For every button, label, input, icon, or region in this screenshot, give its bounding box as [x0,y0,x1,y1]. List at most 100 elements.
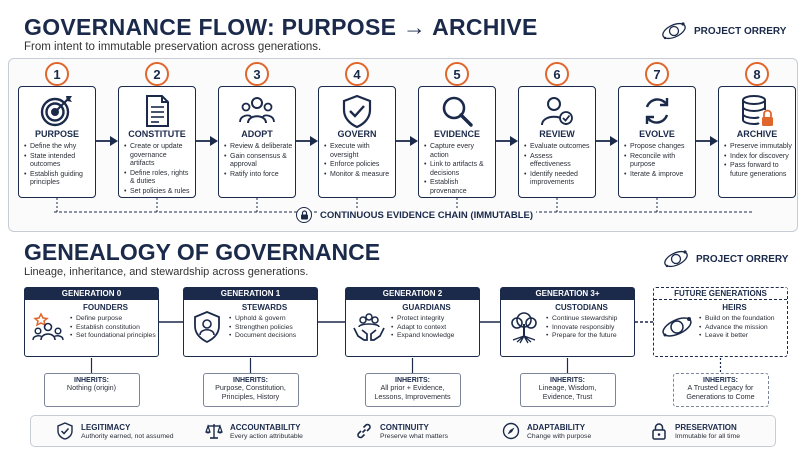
step-action: Gain consensus & approval [223,153,293,170]
flow-arrow [396,136,418,146]
inherits-text: Principles, History [221,391,280,401]
step-number: 2 [145,62,169,86]
step-title: REVIEW [539,129,575,139]
step-action: Review & deliberate [223,143,293,152]
value-legitimacy: LEGITIMACY Authority earned, not assumed [56,415,174,447]
generation-connectors [90,321,722,373]
inherits-text: Purpose, Constitution, [215,383,286,392]
flow-arrow [96,136,118,146]
generation-card-founders: GENERATION 0 FOUNDERS Define purposeEsta… [24,287,159,357]
generation-role: HEIRS [722,303,747,312]
generation-label: GENERATION 3+ [501,288,634,300]
step-number: 3 [245,62,269,86]
step-action: Enforce policies [323,161,393,170]
orbit-icon [660,310,694,344]
step-action: State intended outcomes [23,153,93,170]
step-action: Establish guiding principles [23,171,93,188]
generation-duties: Build on the foundationAdvance the missi… [698,315,785,341]
page-title: GOVERNANCE FLOW: PURPOSE → ARCHIVE [24,14,538,40]
step-title: EVOLVE [639,129,675,139]
step-actions: Define the whyState intended outcomesEst… [23,143,93,189]
generation-role: CUSTODIANS [555,303,608,312]
step-action: Identify needed improvements [523,171,593,188]
step-action: Set policies & rules [123,188,193,197]
generation-duties: Protect integrityAdapt to contextExpand … [390,315,477,341]
step-action: Capture every action [423,143,493,160]
generation-duty: Strengthen policies [228,324,315,332]
generation-label: FUTURE GENERATIONS [654,288,787,300]
magnifier-icon [439,93,475,129]
inherits-label: INHERITS: [703,377,738,384]
step-action: Pass forward to future generations [723,162,793,179]
shield-check-icon [339,93,375,129]
lock-icon [650,422,668,440]
step-card-evolve: EVOLVEPropose changesReconcile with purp… [618,86,696,198]
step-number: 4 [345,62,369,86]
generation-label: GENERATION 0 [25,288,158,300]
step-title: EVIDENCE [433,129,480,139]
generation-duty: Continue stewardship [545,315,632,323]
generation-duty: Advance the mission [698,324,785,332]
shield-check-small-icon [56,422,74,440]
generation-duties: Define purposeEstablish constitutionSet … [69,315,156,341]
people-icon [239,93,275,129]
step-action: Execute with oversight [323,143,393,160]
inherits-text: Generations to Come [686,391,755,401]
logo-text: PROJECT ORRERY [696,253,789,265]
inherits-box: INHERITS:All prior + Evidence,Lessons, I… [364,373,461,407]
generation-card-stewards: GENERATION 1 STEWARDS Uphold & governStr… [183,287,318,357]
compass-icon [502,422,520,440]
generation-duties: Uphold & governStrengthen policiesDocume… [228,315,315,341]
generation-label: GENERATION 2 [346,288,479,300]
generation-duty: Adapt to context [390,324,477,332]
flow-arrow [496,136,518,146]
orbit-icon [662,246,690,272]
generation-role: FOUNDERS [83,303,128,312]
step-actions: Review & deliberateGain consensus & appr… [223,143,293,180]
value-continuity: CONTINUITY Preserve what matters [355,415,448,447]
generation-duties: Continue stewardshipInnovate responsibly… [545,315,632,341]
tree-icon [507,310,541,344]
value-name: CONTINUITY [380,422,429,432]
inherits-text: A Trusted Legacy for [687,383,754,392]
cycle-icon [639,93,675,129]
step-title: CONSTITUTE [128,129,186,139]
generation-duty: Define purpose [69,315,156,323]
step-action: Index for discovery [723,153,793,162]
inherits-box: INHERITS:Purpose, Constitution,Principle… [202,373,299,407]
value-name: ACCOUNTABILITY [230,422,301,432]
generation-duty: Set foundational principles [69,332,156,340]
generation-duty: Innovate responsibly [545,324,632,332]
value-description: Every action attributable [230,432,303,440]
step-card-review: REVIEWEvaluate outcomesAssess effectiven… [518,86,596,198]
step-number: 5 [445,62,469,86]
genealogy-title: GENEALOGY OF GOVERNANCE [24,239,381,265]
step-card-purpose: PURPOSE Define the whyState intended outc… [18,86,96,198]
inherits-box: INHERITS:Lineage, Wisdom,Evidence, Trust [519,373,616,407]
step-title: PURPOSE [34,129,79,139]
project-logo: PROJECT ORRERY [660,18,786,44]
flow-arrow [296,136,318,146]
generation-role: GUARDIANS [402,303,451,312]
generation-card-guardians: GENERATION 2 GUARDIANS Protect integrity… [345,287,480,357]
step-action: Create or update governance artifacts [123,143,193,169]
generation-duty: Document decisions [228,332,315,340]
step-action: Evaluate outcomes [523,143,593,152]
lock-icon [296,207,312,223]
generation-duty: Build on the foundation [698,315,785,323]
step-actions: Create or update governance artifactsDef… [123,143,193,198]
step-action: Define roles, rights & duties [123,170,193,187]
value-name: PRESERVATION [675,422,737,432]
scales-icon [205,422,223,440]
inherits-label: INHERITS: [74,377,109,384]
step-action: Monitor & measure [323,171,393,180]
step-actions: Execute with oversightEnforce policiesMo… [323,143,393,180]
inherits-text: All prior + Evidence, [380,383,445,392]
document-icon [139,93,175,129]
step-action: Define the why [23,143,93,152]
orbit-icon [660,18,688,44]
link-icon [355,422,373,440]
step-number: 7 [645,62,669,86]
inherits-text: Nothing (origin) [66,383,117,392]
